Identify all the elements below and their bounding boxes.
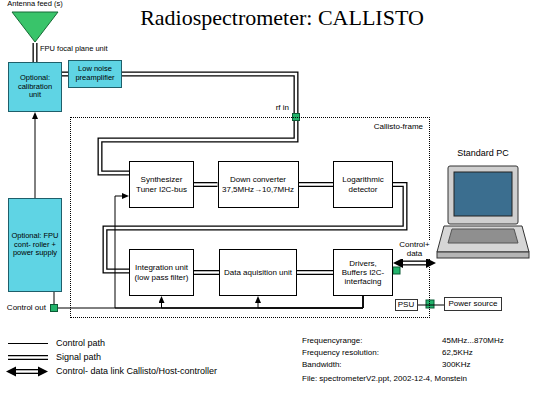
edge-label: Control+ data [397, 241, 433, 259]
connector-line [258, 296, 363, 308]
legend-text: Control- data link Callisto/Host-control… [56, 366, 217, 376]
connector-line [54, 292, 55, 304]
node-text: Logarithmic detector [337, 175, 389, 193]
connector-line-inner [297, 271, 333, 273]
power-source-box: Power source [444, 297, 502, 311]
down-converter-box: Down converter 37,5MHz→10,7MHz [218, 161, 299, 208]
signal-path [194, 184, 218, 185]
drivers-box: Drivers, Buffers I2C-interfacing [333, 249, 393, 296]
connector-line-inner [34, 43, 36, 62]
node-text: Antenna feed (s) [0, 0, 70, 9]
connector-line-inner [194, 183, 218, 185]
connector-line [403, 261, 426, 266]
legend-text: Signal path [56, 352, 101, 362]
fpu-controller-box: Optional: FPU cont- roller + power suppl… [8, 198, 62, 292]
legend-link-sample-inner [16, 370, 38, 372]
computer-illustration [436, 164, 530, 264]
plane-label: FPU focal plane unit [40, 45, 108, 54]
legend-link-sample [16, 369, 38, 374]
log-detector-box: Logarithmic detector [333, 161, 393, 208]
antenna-symbol [0, 11, 70, 43]
connector-line [297, 270, 333, 275]
node-text: Integration unit (low pass filter) [133, 263, 190, 281]
node-text: Optional: FPU cont- roller + power suppl… [11, 232, 59, 258]
signal-path [297, 272, 333, 273]
legend-control-sample [8, 343, 48, 344]
signal-path [299, 184, 334, 185]
connector-line [33, 43, 38, 62]
connector-line [162, 296, 364, 308]
file-note: File: spectrometerV2.ppt, 2002-12-4, Mon… [302, 374, 467, 383]
spec-name: Bandwidth: [302, 360, 342, 369]
legend-text: Control path [56, 338, 105, 348]
connector-port [426, 300, 434, 308]
signal-path [122, 74, 296, 113]
calibration-unit-box: Optional: calibration unit [8, 62, 62, 112]
spec-value: 62,5KHz [442, 348, 473, 357]
laptop-screen [454, 172, 512, 216]
control-path [58, 296, 363, 308]
node-text: Data aquisition unit [224, 268, 292, 277]
connector-line [115, 196, 363, 308]
control-path [35, 119, 36, 198]
control-path [54, 292, 55, 304]
connector-line [58, 296, 363, 308]
connector-port [393, 267, 400, 274]
control-path [162, 296, 364, 308]
node-text: Optional: calibration unit [11, 74, 59, 100]
node-text: Callisto-frame [374, 122, 423, 131]
antenna-horn [12, 12, 58, 42]
legend-link-head [38, 367, 48, 377]
connector-line [418, 305, 445, 306]
connector-line [35, 119, 36, 198]
spec-value: 45MHz...870MHz [442, 336, 504, 345]
control-out-port: Control out [50, 304, 58, 312]
preamplifier-box: Low noise preamplifier [68, 60, 122, 88]
callisto-frame: Callisto-frameSynthesizer Tuner I2C-busD… [70, 117, 430, 318]
node-text: Drivers, Buffers I2C-interfacing [337, 259, 389, 287]
node-text: Power source [449, 299, 498, 308]
control-path [115, 196, 363, 308]
connector-line-inner [299, 183, 334, 185]
laptop-keyboard [448, 229, 518, 243]
node-text: Low noise preamplifier [71, 65, 119, 82]
spec-value: 300KHz [442, 360, 470, 369]
spec-name: Frequencyrange: [302, 336, 362, 345]
legend-signal-sample-inner [8, 356, 48, 358]
signal-path [194, 272, 219, 273]
connector-line-inner [403, 262, 426, 264]
signal-path [35, 43, 36, 62]
antenna-node: Antenna feed (s) [0, 0, 70, 43]
connector-line [122, 74, 296, 113]
connector-line-inner [194, 271, 219, 273]
node-text: Standard PC [436, 148, 530, 158]
laptop-front [437, 252, 529, 258]
control-path [418, 305, 445, 306]
connector-line [194, 182, 218, 187]
connector-line-inner [122, 74, 296, 113]
synthesizer-box: Synthesizer Tuner I2C-bus [129, 161, 194, 208]
control-path [258, 296, 363, 308]
spec-name: Frequency resolution: [302, 348, 379, 357]
node-text: Synthesizer Tuner I2C-bus [133, 175, 190, 193]
psu-box: PSU [395, 299, 418, 311]
connector-line [299, 182, 334, 187]
legend-link-head [6, 367, 16, 377]
node-text: PSU [398, 300, 414, 309]
title: Radiospectrometer: CALLISTO [97, 5, 467, 31]
legend-signal-sample [8, 355, 48, 360]
signal-path [403, 263, 426, 264]
node-text: rf in [276, 103, 289, 112]
laptop-base [437, 226, 529, 252]
data-acquisition-box: Data aquisition unit [219, 249, 297, 296]
node-text: Control out [7, 303, 46, 312]
laptop-lid [448, 166, 518, 224]
connector-line [194, 270, 219, 275]
node-text: Down converter 37,5MHz→10,7MHz [222, 175, 295, 193]
integration-unit-box: Integration unit (low pass filter) [129, 249, 194, 296]
standard-pc: Standard PC [436, 148, 530, 270]
